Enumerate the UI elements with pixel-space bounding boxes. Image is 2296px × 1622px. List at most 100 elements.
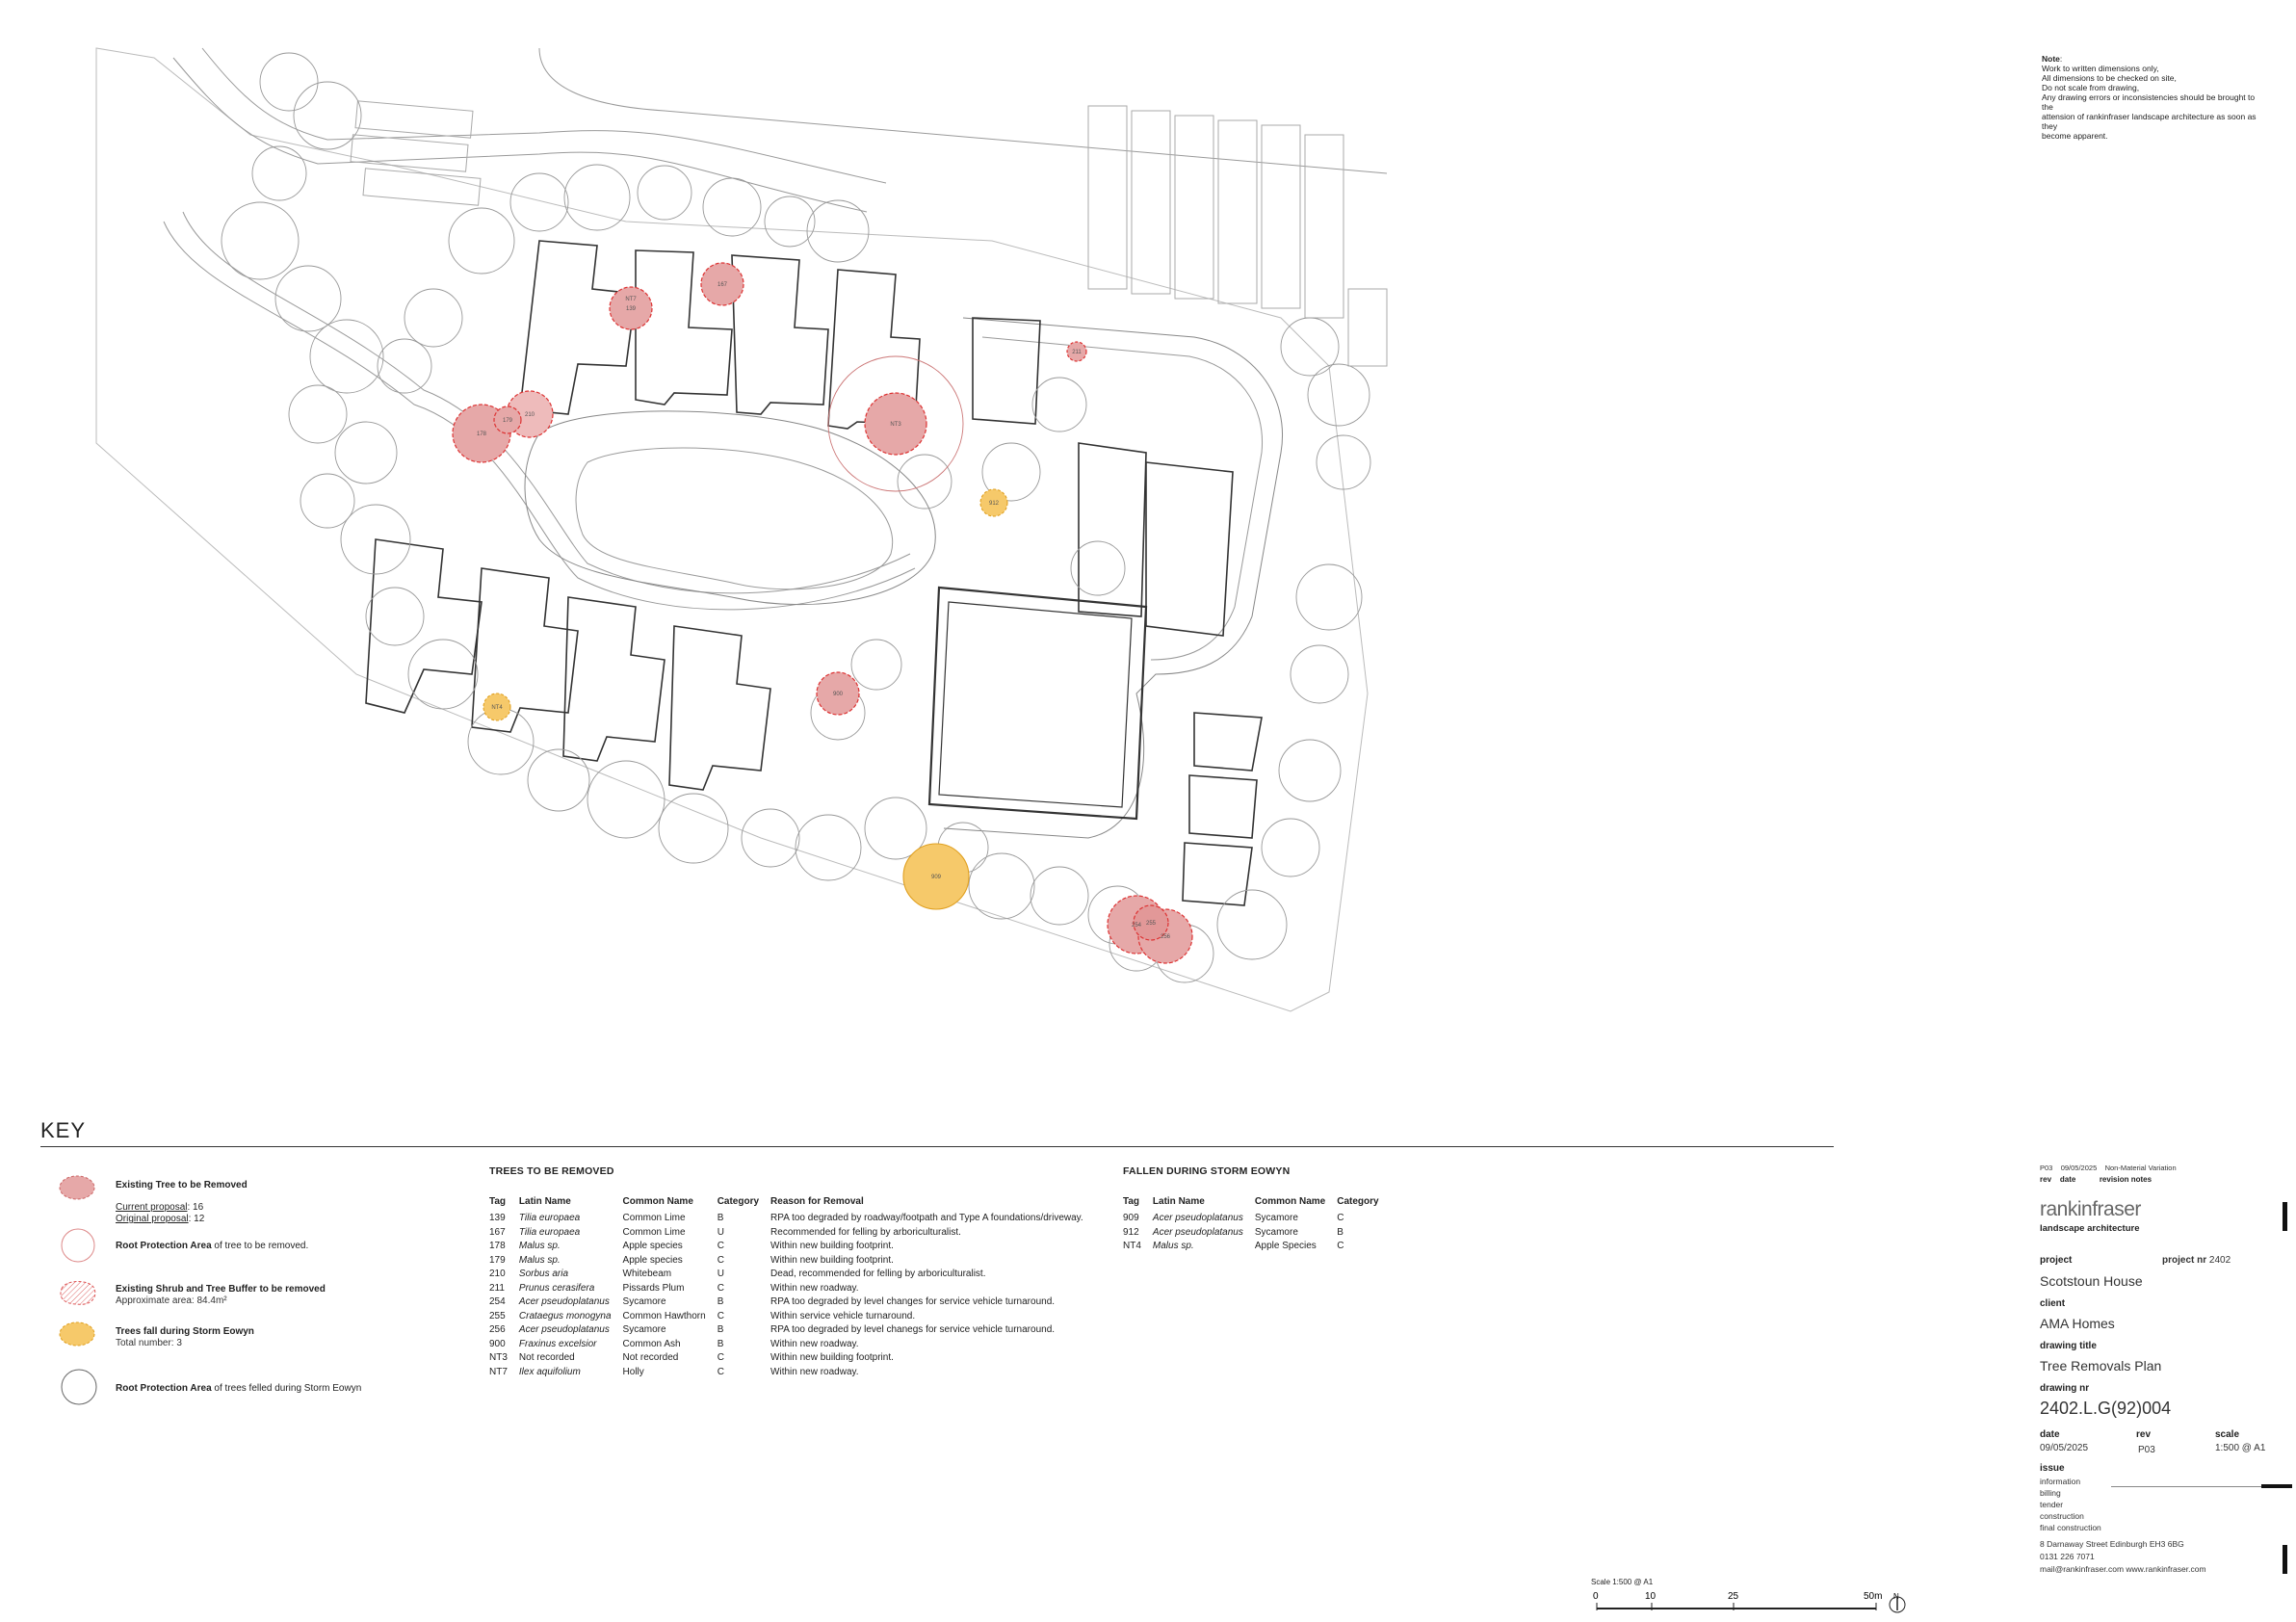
tree-tag: NT7 (625, 297, 637, 302)
table-cell: Prunus cerasifera (518, 1282, 595, 1294)
note-line: become apparent. (2042, 131, 2108, 141)
loop-road (163, 221, 916, 611)
key-divider (40, 1146, 1834, 1147)
note-line: Any drawing errors or inconsistencies sh… (2042, 92, 2256, 112)
tree-tag: NT3 (890, 422, 901, 428)
drawing-nr-label: drawing nr (2040, 1383, 2090, 1394)
table-cell: Acer pseudoplatanus (518, 1324, 610, 1335)
column-header: Category (717, 1196, 760, 1207)
key-label-rpa: Root Protection Area (116, 1241, 212, 1251)
table-cell: 255 (489, 1310, 506, 1321)
project-label: project (2040, 1255, 2073, 1266)
north-label: N (1893, 1592, 1899, 1601)
shrub-buffer-symbol (60, 1281, 96, 1305)
fallen-trees-schedule: FALLEN DURING STORM EOWYN Tag Latin Name… (1123, 1165, 1391, 1254)
project-nr-value: 2402 (2208, 1255, 2231, 1266)
table-cell: 256 (489, 1324, 506, 1335)
issue-item: final construction (2040, 1523, 2101, 1532)
table-cell: Malus sp. (1152, 1241, 1194, 1251)
table-cell: Within new building footprint. (770, 1254, 894, 1266)
issue-label: issue (2040, 1463, 2065, 1474)
address: 8 Darnaway Street Edinburgh EH3 6BG (2040, 1539, 2184, 1549)
trees-to-be-removed (452, 262, 1193, 964)
table-cell: Sycamore (1254, 1213, 1298, 1223)
scale-tick-label: 10 (1645, 1591, 1657, 1602)
note-line: Work to written dimensions only, (2042, 64, 2159, 73)
key-label-rpa-fallen-rest: of trees felled during Storm Eowyn (211, 1383, 362, 1394)
table-cell: Common Ash (622, 1338, 681, 1349)
key-original-proposal: Original proposal (116, 1214, 189, 1224)
tree-tag: 900 (833, 692, 844, 697)
column-header: Reason for Removal (770, 1196, 864, 1207)
phone: 0131 226 7071 (2040, 1552, 2095, 1561)
project-nr-label: project nr (2162, 1255, 2207, 1266)
table-cell: 254 (489, 1296, 506, 1307)
scale-tick-label: 25 (1728, 1591, 1739, 1602)
table-cell: 179 (489, 1254, 506, 1266)
trees-removed-table: Tag Latin Name Common Name Category Reas… (489, 1196, 1095, 1379)
scale-value: 1:500 @ A1 (2215, 1443, 2266, 1453)
table-cell: Within new building footprint. (770, 1352, 894, 1363)
column-header: Common Name (1254, 1196, 1326, 1207)
tree-tag: 139 (626, 306, 637, 312)
tree-tag: 254 (1132, 923, 1142, 929)
fallen-trees-title: FALLEN DURING STORM EOWYN (1123, 1165, 1291, 1177)
table-cell: NT4 (1123, 1241, 1141, 1251)
buildings (365, 240, 1263, 906)
rpa-removed-symbol (61, 1228, 95, 1263)
column-header: Tag (1123, 1196, 1140, 1207)
site-plan: 139 167 178 179 210 211 254 255 256 900 … (95, 47, 1388, 1012)
key-legend: Existing Tree to be Removed Current prop… (58, 1165, 462, 1426)
table-cell: Apple Species (1254, 1241, 1317, 1251)
table-cell: Malus sp. (518, 1241, 561, 1251)
company-sub: landscape architecture (2040, 1223, 2140, 1234)
rev-header: rev (2040, 1175, 2052, 1184)
table-cell: C (717, 1241, 724, 1251)
table-cell: Recommended for felling by arboricultura… (770, 1226, 961, 1238)
table-cell: B (717, 1213, 724, 1223)
table-cell: U (717, 1226, 724, 1238)
key-shrub-area: Approximate area: 84.4m² (116, 1295, 227, 1306)
table-cell: B (717, 1338, 724, 1349)
table-cell: 139 (489, 1213, 506, 1223)
column-header: Latin Name (518, 1196, 571, 1207)
table-cell: C (717, 1254, 724, 1266)
table-cell: 900 (489, 1338, 506, 1349)
table-header-row: Tag Latin Name Common Name Category Reas… (489, 1196, 1095, 1212)
note-heading: Note (2042, 54, 2060, 64)
key-label-fallen: Trees fall during Storm Eowyn (116, 1326, 254, 1337)
issue-progress-marker (2261, 1484, 2292, 1488)
scale-tick-label: 0 (1593, 1591, 1599, 1602)
table-cell: Acer pseudoplatanus (1152, 1226, 1243, 1238)
key-current-value: : 16 (187, 1202, 204, 1213)
table-cell: Apple species (622, 1241, 683, 1251)
table-cell: RPA too degraded by level changes for se… (770, 1296, 1056, 1307)
scale-label: scale (2215, 1429, 2240, 1440)
tree-tag: 179 (503, 418, 513, 424)
client-value: AMA Homes (2040, 1316, 2115, 1331)
table-cell: RPA too degraded by level chanegs for se… (770, 1324, 1056, 1335)
north-road (172, 57, 868, 213)
table-cell: 178 (489, 1241, 506, 1251)
drawing-nr-value: 2402.L.G(92)004 (2040, 1399, 2172, 1418)
fallen-tree-symbol (59, 1321, 95, 1347)
table-cell: Acer pseudoplatanus (518, 1296, 610, 1307)
notes-header: revision notes (2099, 1175, 2152, 1184)
table-cell: C (717, 1310, 724, 1321)
drawing-title-value: Tree Removals Plan (2040, 1358, 2162, 1373)
issue-item: tender (2040, 1500, 2064, 1509)
revision-note: Non-Material Variation (2104, 1164, 2177, 1172)
table-cell: NT3 (489, 1352, 508, 1363)
issue-item: billing (2040, 1488, 2061, 1498)
issue-list: information billing tender construction … (2040, 1476, 2101, 1533)
table-cell: Within service vehicle turnaround. (770, 1310, 916, 1321)
table-cell: 912 (1123, 1226, 1139, 1238)
